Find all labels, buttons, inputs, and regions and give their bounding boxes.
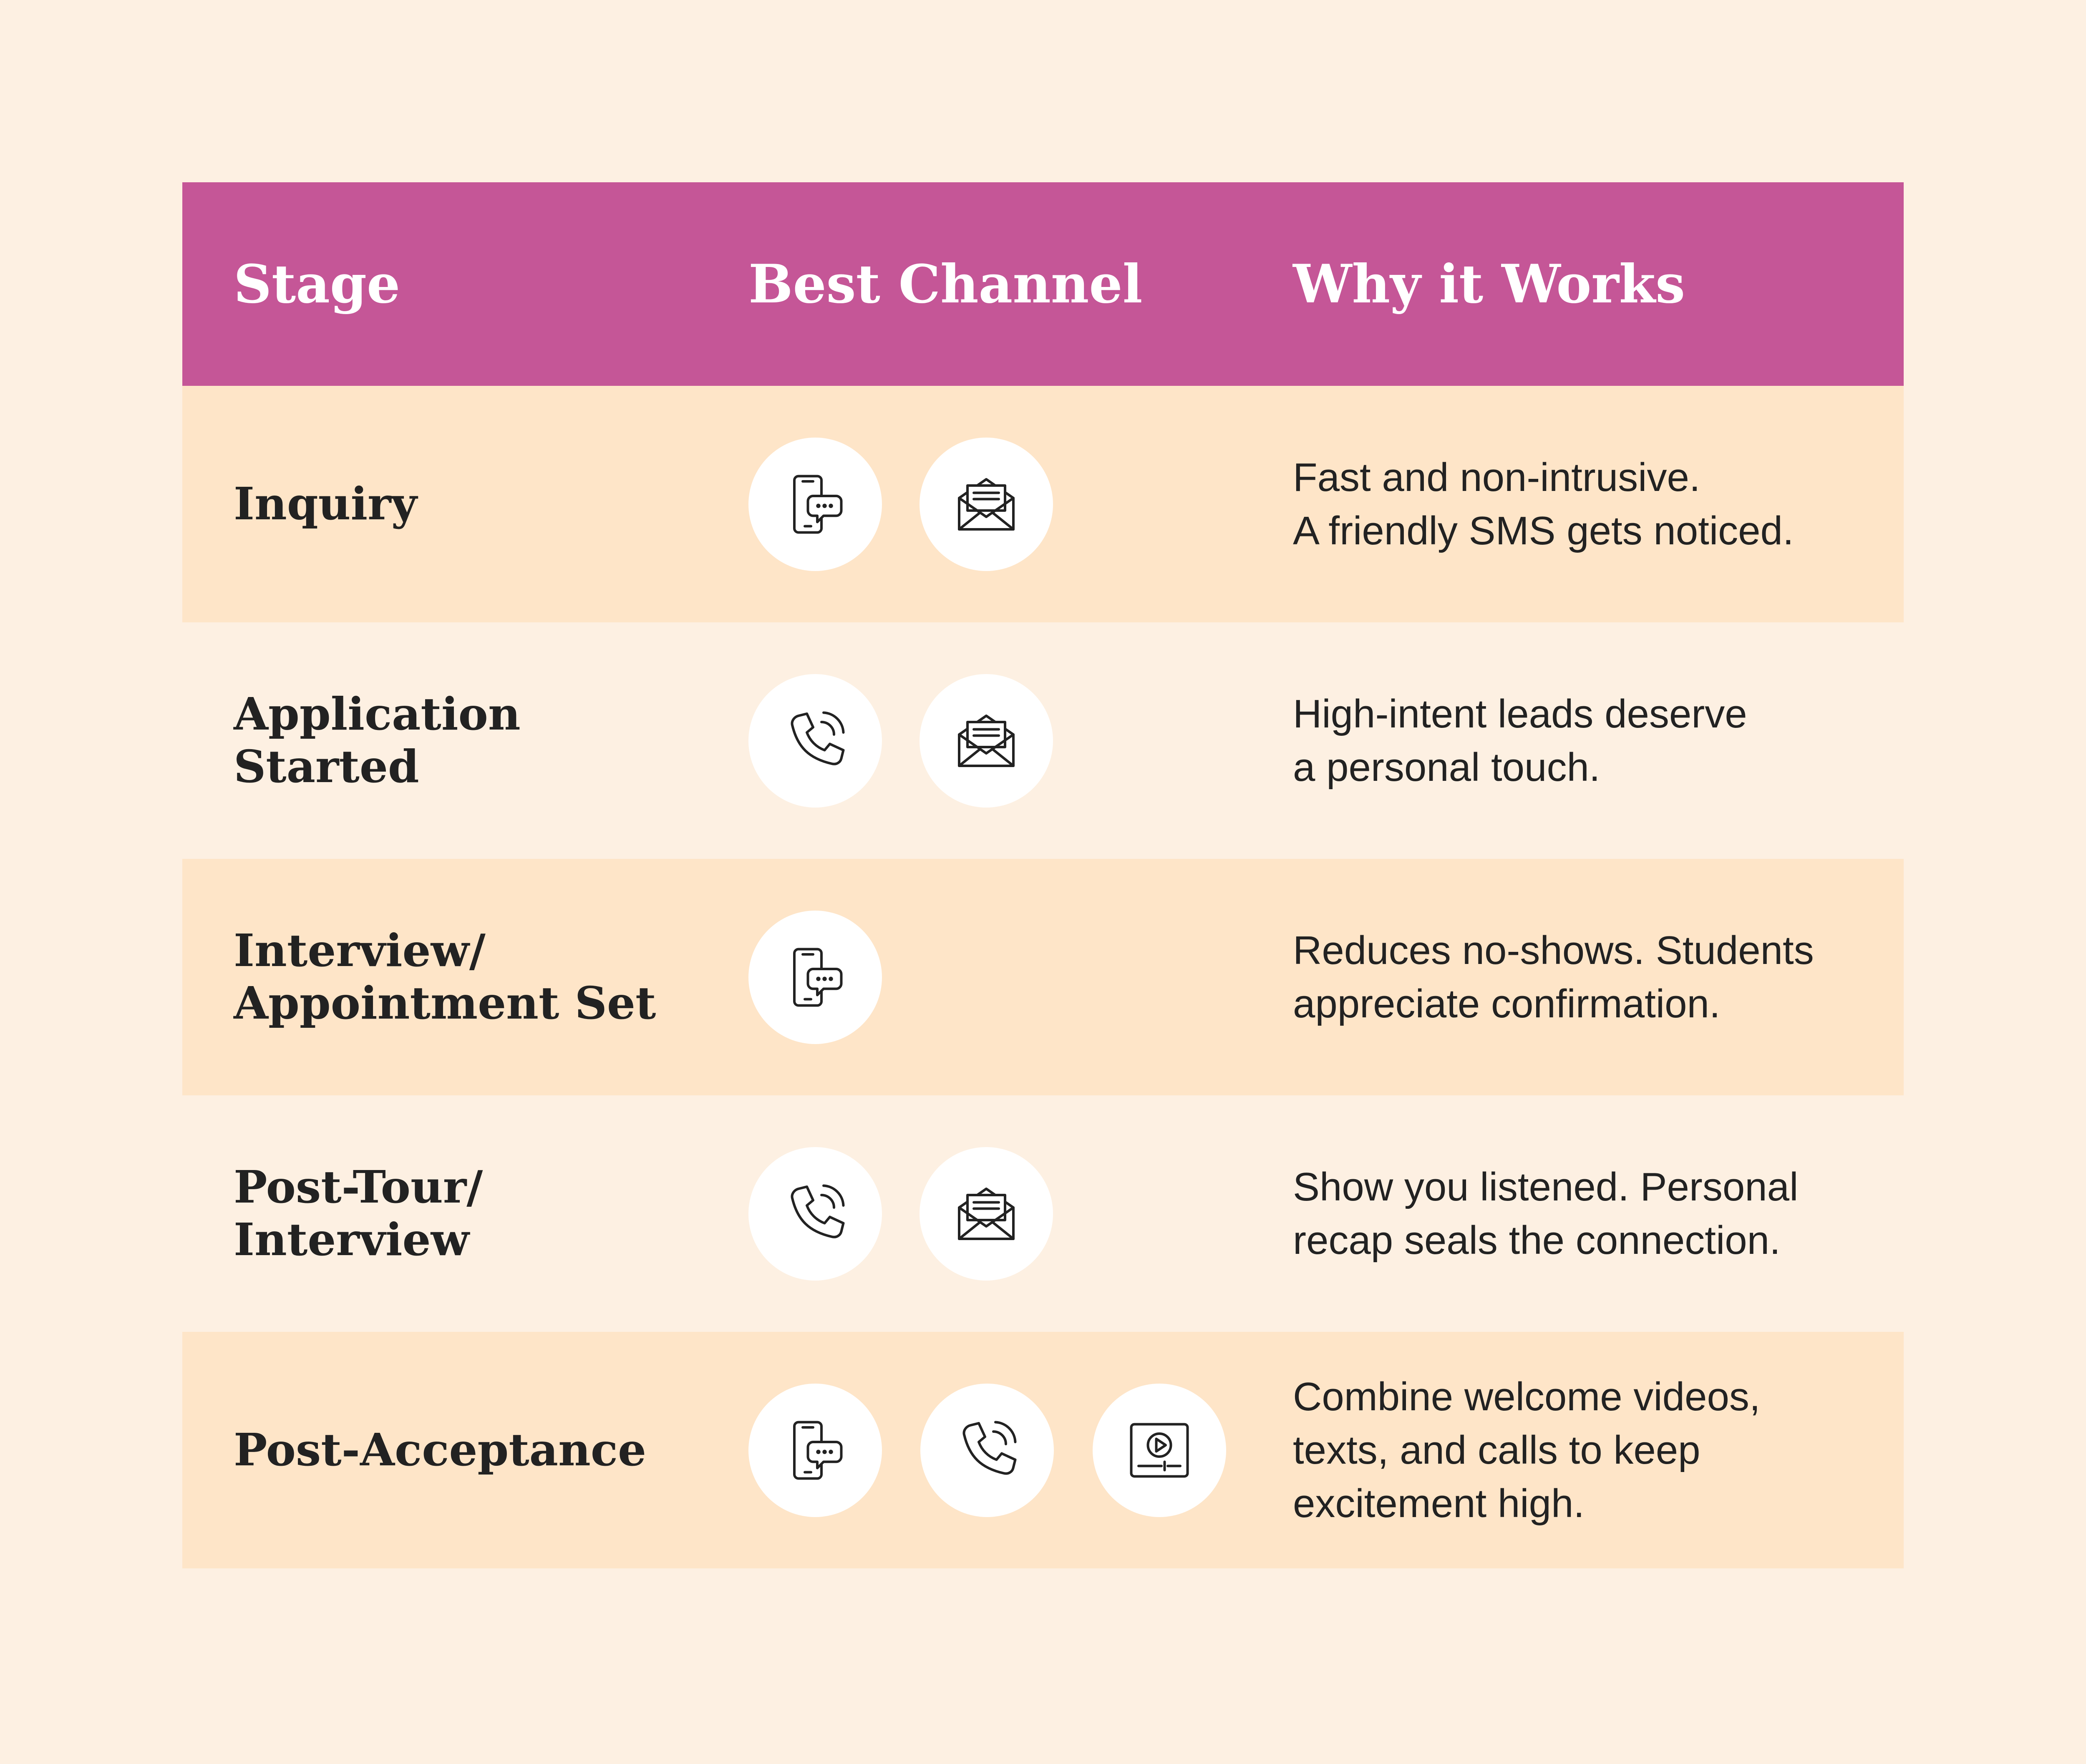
stage-cell: Inquiry xyxy=(234,386,713,622)
why-text: Combine welcome videos, texts, and calls… xyxy=(1293,1374,1761,1526)
stage-label: Application Started xyxy=(234,688,521,793)
header-why-it-works: Why it Works xyxy=(1293,253,1685,315)
phone-call-icon xyxy=(748,1147,882,1281)
table-row: Post-Acceptance Combine we xyxy=(182,1332,1904,1568)
table-row: Inquiry Fast and non-intrusive. A friend… xyxy=(182,386,1904,622)
phone-call-icon xyxy=(920,1384,1054,1517)
phone-call-icon xyxy=(748,674,882,808)
stage-cell: Application Started xyxy=(234,622,713,859)
stage-label: Post-Tour/ Interview xyxy=(234,1161,483,1266)
channel-table: Stage Best Channel Why it Works Inquiry xyxy=(182,182,1904,1568)
why-cell: Combine welcome videos, texts, and calls… xyxy=(1293,1332,1885,1568)
video-icon xyxy=(1093,1384,1226,1517)
stage-cell: Post-Tour/ Interview xyxy=(234,1095,713,1332)
why-cell: High-intent leads deserve a personal tou… xyxy=(1293,622,1885,859)
why-text: Reduces no-shows. Students appreciate co… xyxy=(1293,928,1814,1026)
stage-cell: Post-Acceptance xyxy=(234,1332,713,1568)
why-cell: Reduces no-shows. Students appreciate co… xyxy=(1293,859,1885,1095)
email-icon xyxy=(920,438,1053,571)
table-row: Interview/ Appointment Set Reduces no-sh… xyxy=(182,859,1904,1095)
why-text: Fast and non-intrusive. A friendly SMS g… xyxy=(1293,455,1794,553)
header-best-channel: Best Channel xyxy=(748,253,1143,315)
why-text: High-intent leads deserve a personal tou… xyxy=(1293,691,1747,790)
why-text: Show you listened. Personal recap seals … xyxy=(1293,1164,1799,1263)
email-icon xyxy=(920,1147,1053,1281)
email-icon xyxy=(920,674,1053,808)
stage-cell: Interview/ Appointment Set xyxy=(234,859,713,1095)
table-header: Stage Best Channel Why it Works xyxy=(182,182,1904,386)
why-cell: Show you listened. Personal recap seals … xyxy=(1293,1095,1885,1332)
stage-label: Interview/ Appointment Set xyxy=(234,924,656,1029)
stage-label: Post-Acceptance xyxy=(234,1424,647,1476)
why-cell: Fast and non-intrusive. A friendly SMS g… xyxy=(1293,386,1885,622)
table-row: Application Started High-intent leads de… xyxy=(182,622,1904,859)
header-stage: Stage xyxy=(234,253,401,315)
table-row: Post-Tour/ Interview Show you listened. … xyxy=(182,1095,1904,1332)
sms-icon xyxy=(748,1384,882,1517)
sms-icon xyxy=(748,911,882,1044)
stage-label: Inquiry xyxy=(234,478,417,530)
sms-icon xyxy=(748,438,882,571)
